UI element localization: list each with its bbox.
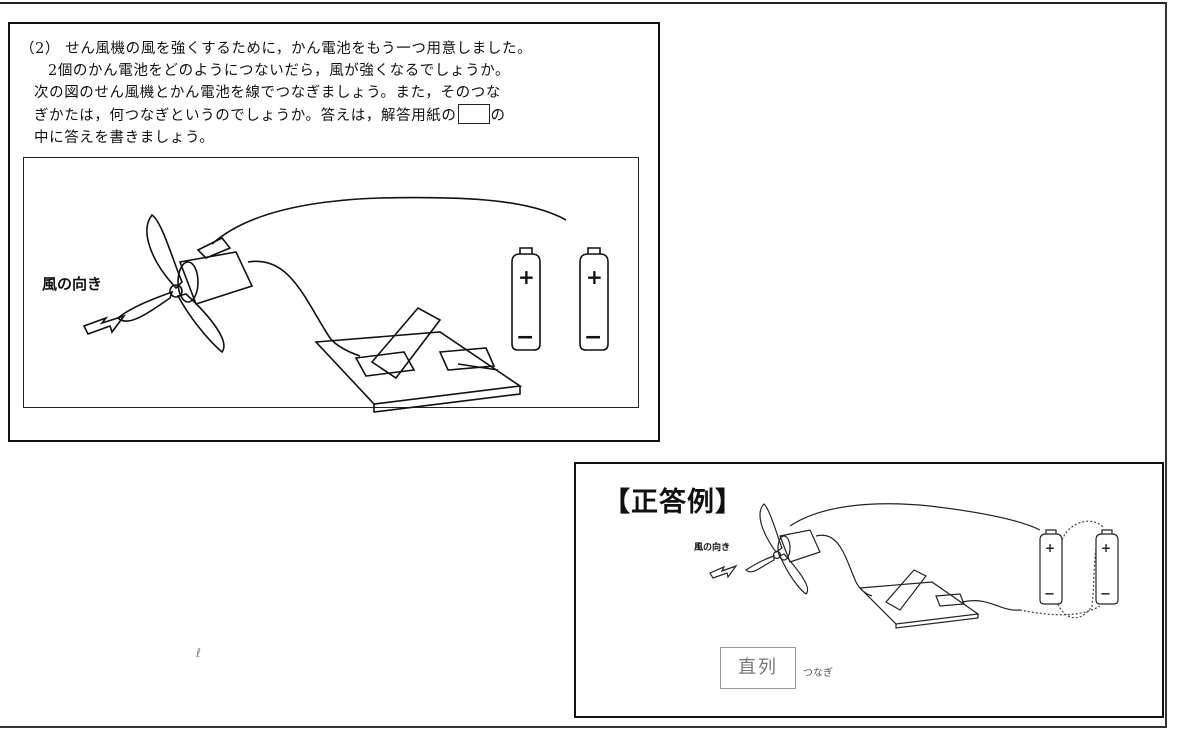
answer-suffix: つなぎ — [803, 668, 833, 679]
battery-1-cap — [519, 247, 533, 254]
answer-wind-arrow — [709, 564, 738, 579]
motor-front — [177, 261, 199, 303]
answer-switch-side — [895, 614, 979, 629]
wind-direction-arrow — [82, 314, 127, 335]
battery-2-minus: − — [584, 325, 602, 350]
battery-1-body — [511, 253, 541, 351]
answer-series-wire-between — [1057, 547, 1097, 619]
switch-lever — [370, 306, 442, 380]
answer-motor-front — [777, 535, 791, 561]
answer-propeller-left — [745, 555, 775, 573]
battery-1-minus: − — [516, 325, 534, 350]
wind-direction-label: 風の向き — [42, 275, 103, 293]
propeller-hub — [169, 284, 183, 298]
question-line-5: 中に答えを書きましょう。 — [34, 130, 215, 146]
answer-switch-base — [858, 581, 980, 625]
battery-1-plus: + — [518, 265, 535, 289]
answer-switch-lever — [885, 569, 927, 611]
propeller-blade-bottom — [176, 293, 225, 354]
motor-wire-top — [211, 196, 567, 245]
question-line-4-text: ぎかたは，何つなぎというのでしょうか。答えは，解答用紙の — [34, 108, 457, 124]
answer-switch-wire — [961, 600, 1021, 611]
switch-wire-right — [457, 363, 499, 371]
answer-wire-lower — [815, 534, 873, 597]
answer-battery-1 — [1039, 533, 1063, 605]
answer-wire-top — [789, 503, 1041, 531]
battery-2-cap — [587, 247, 601, 254]
battery-2-body — [579, 253, 609, 351]
motor-wire-lower — [247, 260, 361, 357]
question-line-1: （2） せん風機の風を強くするために，かん電池をもう一つ用意しました。 — [20, 41, 533, 57]
answer-propeller-hub — [772, 550, 782, 560]
question-line-2: 2個のかん電池をどのようにつないだら，風が強くなるでしょうか。 — [48, 63, 511, 79]
answer-battery-2-plus: + — [1101, 541, 1111, 555]
answer-series-wire-top — [1061, 520, 1105, 541]
battery-2-plus: + — [586, 265, 603, 289]
switch-base-side — [373, 386, 521, 413]
answer-battery-2 — [1095, 533, 1119, 605]
answer-battery-2-cap — [1101, 529, 1113, 534]
switch-contact-right — [438, 347, 496, 371]
answer-propeller-bottom — [779, 553, 809, 595]
motor-body — [178, 251, 254, 305]
answer-blank-box — [457, 104, 490, 124]
answer-motor-body — [779, 529, 821, 563]
answer-battery-1-cap — [1045, 529, 1057, 534]
answer-propeller-top — [759, 503, 783, 553]
answer-wind-label: 風の向き — [694, 543, 731, 553]
answer-battery-1-plus: + — [1045, 541, 1055, 555]
page-border-right — [1165, 2, 1167, 728]
propeller-blade-top — [146, 213, 183, 290]
question-box: （2） せん風機の風を強くするために，かん電池をもう一つ用意しました。 2個のか… — [8, 22, 660, 442]
question-line-4: ぎかたは，何つなぎというのでしょうか。答えは，解答用紙の の — [20, 104, 652, 127]
answer-series-wire-to-switch — [1019, 605, 1101, 616]
answer-example-title: 【正答例】 — [603, 487, 743, 518]
answer-battery-1-minus: − — [1044, 587, 1055, 602]
question-figure-frame — [23, 157, 639, 408]
answer-battery-2-minus: − — [1100, 587, 1111, 602]
page-border-bottom — [0, 726, 1166, 728]
question-line-4-tail: の — [490, 108, 506, 124]
switch-contact-left — [354, 351, 416, 377]
question-line-3: 次の図のせん風機とかん電池を線でつなぎましょう。また，そのつな — [34, 85, 501, 101]
page-border-top — [0, 2, 1166, 4]
answer-switch-contact — [935, 593, 965, 607]
question-text: （2） せん風機の風を強くするために，かん電池をもう一つ用意しました。 2個のか… — [20, 38, 652, 149]
answer-value-box: 直列 — [720, 647, 796, 689]
stray-pencil-mark: ℓ — [196, 646, 201, 660]
